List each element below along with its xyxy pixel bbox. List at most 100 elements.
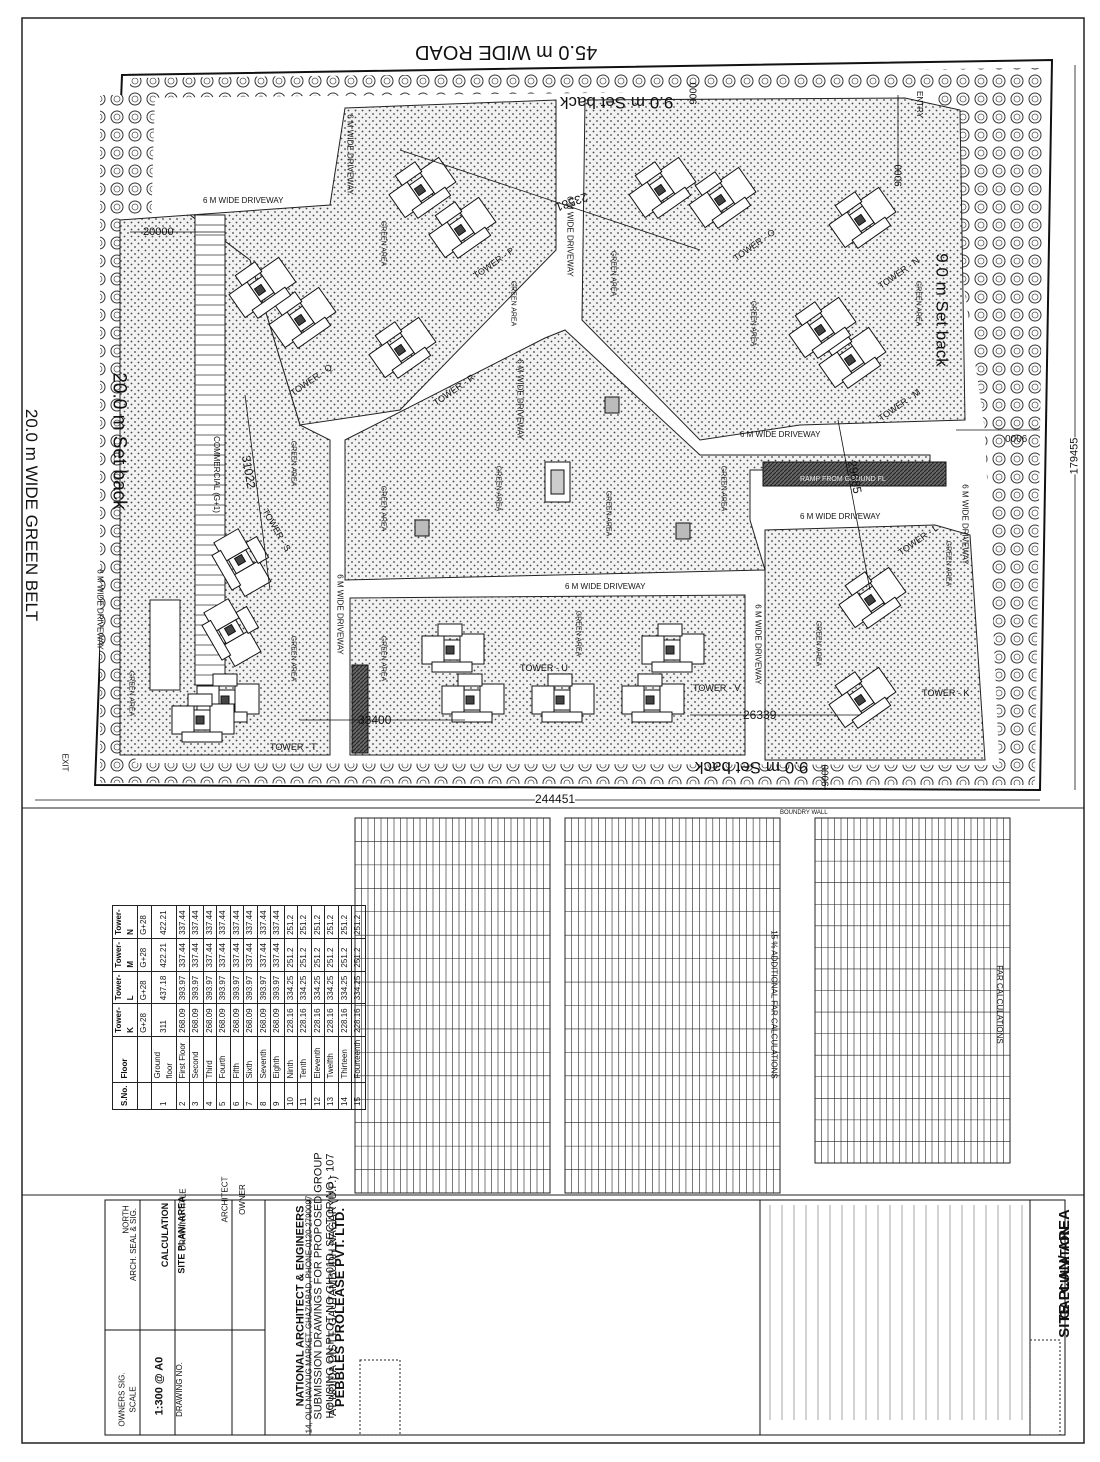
table-cell: 337.44 (230, 938, 244, 972)
table-cell: Fourth (216, 1036, 230, 1083)
tower-footprint (171, 693, 235, 743)
tower-core (413, 183, 427, 197)
title-calculation: CALCULATION (1057, 1226, 1072, 1319)
tower-unit (187, 693, 213, 707)
tower-unit (251, 286, 292, 320)
bottom-setback-label: 9.0 m Set back (695, 758, 809, 777)
green-area-label: GREEN AREA (609, 250, 617, 297)
tower-unit (834, 671, 863, 697)
tower-footprint (531, 673, 595, 723)
stamps (359, 1339, 1061, 1436)
tower-unit (245, 535, 270, 565)
green-area-label: GREEN AREA (289, 635, 297, 682)
table-cell: 8 (257, 1082, 271, 1110)
driveway-label: 6 M WIDE DRIVEWAY (95, 569, 105, 650)
table-cell: 337.44 (216, 905, 230, 939)
table-cell: Third (203, 1036, 217, 1083)
top-tree-belt (130, 68, 1045, 98)
table-cell: 337.44 (189, 905, 203, 939)
table-cell: 10 (284, 1082, 298, 1110)
owner-label: OWNER (237, 1184, 247, 1215)
driveway-label: 6 M WIDE DRIVEWAY (800, 512, 881, 521)
table-cell: 9 (270, 1082, 284, 1110)
tower-unit (234, 683, 260, 715)
tower-unit (434, 201, 463, 227)
table-cell: Ninth (284, 1036, 298, 1083)
submission-1: SUBMISSION DRAWINGS FOR PROPOSED GROUP (312, 1152, 325, 1420)
tower-core (223, 623, 237, 637)
green-area-label: GREEN AREA (814, 620, 822, 667)
sheet-border (21, 17, 1085, 1444)
table-cell: 228.16 (311, 1003, 325, 1037)
tower-core (843, 353, 857, 367)
table-cell: G+28 (137, 905, 151, 939)
table-cell: 11 (297, 1082, 311, 1110)
top-road-label: 45.0 m WIDE ROAD (415, 41, 598, 63)
table-cell: 393.97 (216, 971, 230, 1004)
tower-unit (212, 673, 238, 687)
tower-unit (235, 605, 260, 635)
boundary-wall-label: BOUNDRY WALL (780, 810, 828, 816)
green-area-label: GREEN AREA (379, 485, 387, 532)
dim-179455: 179455 (1068, 437, 1081, 475)
table-cell: G+28 (137, 938, 151, 972)
tower-unit (634, 161, 663, 187)
table-cell: 251.2 (338, 938, 352, 972)
green-area-label: GREEN AREA (604, 490, 612, 537)
table-cell: Tenth (297, 1036, 311, 1083)
tower-unit (569, 683, 595, 715)
tower-core (853, 693, 867, 707)
tower-unit (211, 549, 242, 591)
table-cell: Tower-L (112, 971, 138, 1004)
table-cell: 337.44 (243, 938, 257, 972)
tower-footprint (441, 673, 505, 723)
tower-footprint (388, 156, 457, 220)
tower-footprint (688, 166, 757, 230)
table-cell: 422.21 (151, 905, 176, 939)
table-cell: 334.25 (297, 971, 311, 1004)
dim-9000: 9000 (688, 82, 700, 105)
table-cell: 334.25 (351, 971, 365, 1004)
tower-unit (411, 186, 452, 220)
table-cell: 251.2 (297, 905, 311, 939)
tower-unit (547, 673, 573, 687)
driveway-label: 6 M WIDE DRIVEWAY (345, 114, 355, 195)
table-cell: 268.09 (216, 1003, 230, 1037)
ramp-block-south (351, 664, 369, 754)
green-area-label: GREEN AREA (494, 465, 502, 512)
commercial-label: COMMERCIAL (G+1) (211, 436, 221, 513)
tower-footprint (838, 566, 907, 630)
table-cell: 437.18 (151, 971, 176, 1004)
table-cell: 334.25 (324, 971, 338, 1004)
tower-footprint (421, 623, 485, 673)
tower-unit (181, 731, 223, 743)
table-cell: 14 (338, 1082, 352, 1110)
table-cell: 15 (351, 1082, 365, 1110)
ramp-block (762, 461, 947, 487)
tower-unit (679, 633, 705, 665)
table-cell: 334.25 (284, 971, 298, 1004)
table-cell: 422.21 (151, 938, 176, 972)
tower-unit (541, 711, 583, 723)
table-cell: First Floor (176, 1036, 190, 1083)
green-area-label: GREEN AREA (379, 220, 387, 267)
table-cell: Seventh (257, 1036, 271, 1083)
tower-unit (651, 186, 692, 220)
green-area-label: GREEN AREA (289, 440, 297, 487)
tower-unit (391, 346, 432, 380)
tower-unit (459, 633, 485, 665)
dim-33400: 33400 (358, 713, 392, 727)
dim-244451: 244451 (535, 792, 576, 806)
tower-core (465, 695, 475, 705)
tower-unit (171, 705, 195, 735)
